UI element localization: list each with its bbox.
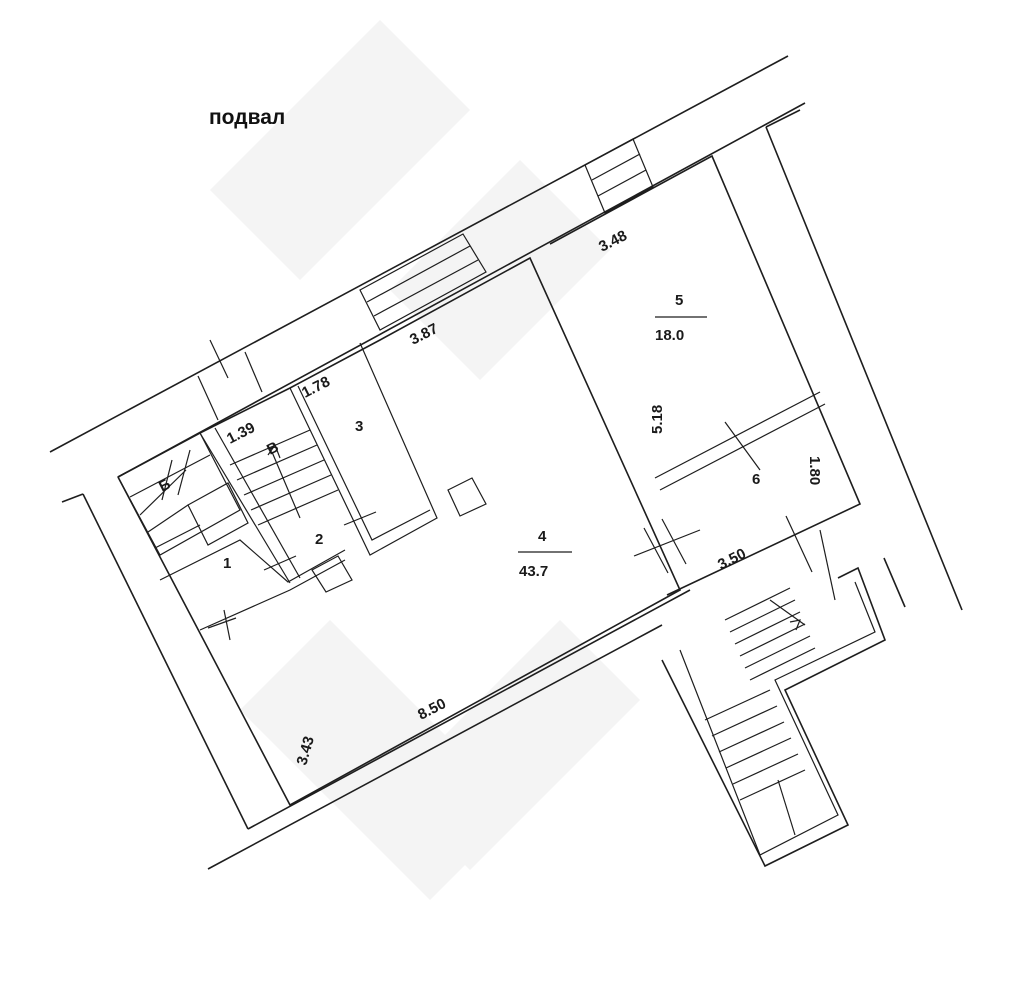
- room-5-number: 5: [675, 292, 683, 309]
- dim-room5-top: 3.48: [596, 227, 630, 255]
- external-stair: [661, 529, 887, 868]
- room-1-number: 1: [223, 555, 231, 572]
- room-4-number: 4: [538, 528, 547, 545]
- dim-room6-side: 1.80: [806, 456, 823, 485]
- plan-title: подвал: [209, 106, 285, 129]
- door-marks: [207, 421, 813, 641]
- room-4-area: 43.7: [519, 563, 548, 580]
- dim-stair-width: 1.39: [224, 419, 258, 447]
- spiral-stair: [117, 432, 241, 556]
- outer-walls: [49, 55, 963, 870]
- room-2-number: 2: [315, 531, 323, 548]
- room-6-number: 6: [752, 471, 760, 488]
- dim-room5-side: 5.18: [649, 405, 666, 434]
- room-5-area: 18.0: [655, 327, 684, 344]
- dim-room6-bottom: 3.50: [715, 545, 749, 573]
- building-outline: [117, 154, 862, 807]
- room-3-number: 3: [355, 418, 363, 435]
- dim-room3-top: 1.78: [299, 373, 333, 401]
- watermark: [210, 20, 640, 900]
- window-niches: [197, 138, 654, 421]
- middle-stair: [229, 429, 339, 526]
- dim-room4-bottom: 8.50: [415, 695, 449, 723]
